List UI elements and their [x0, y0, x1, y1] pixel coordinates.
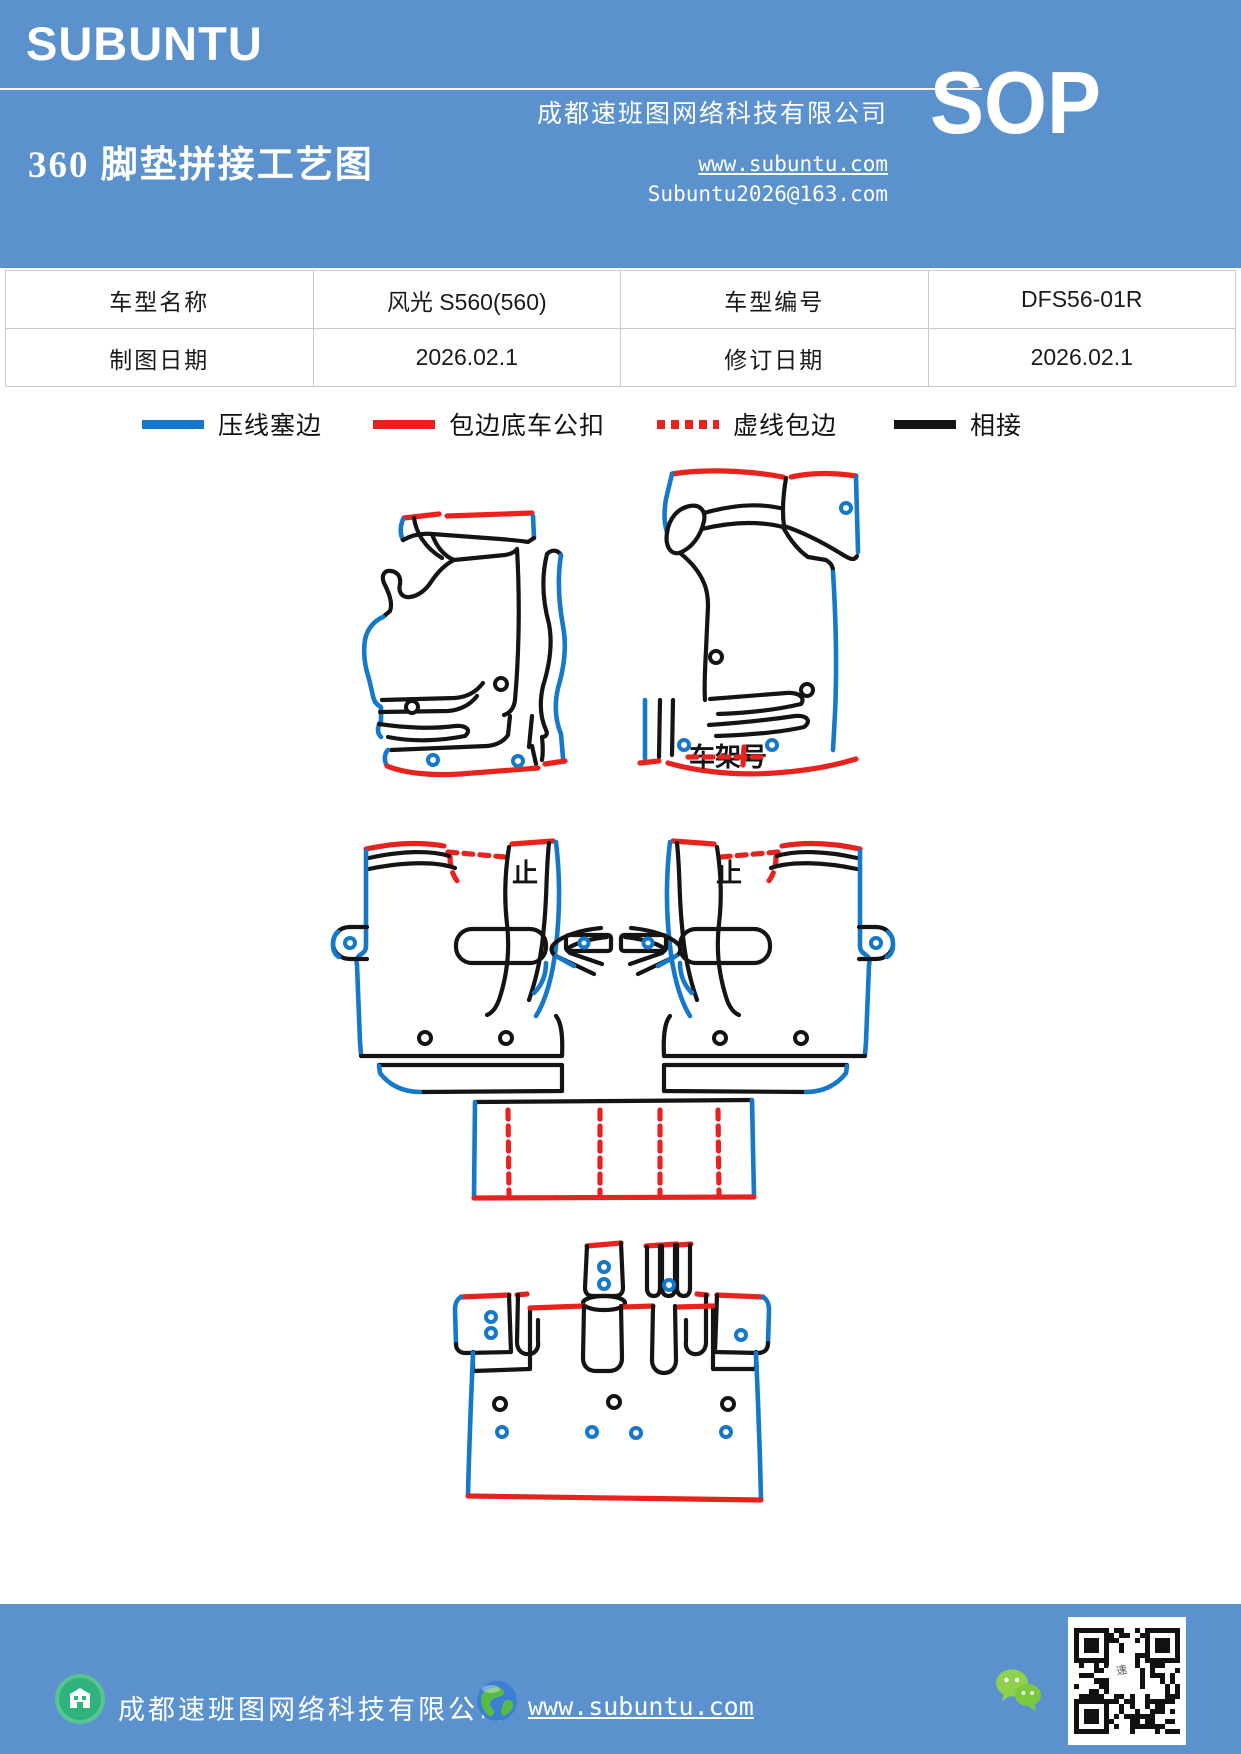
front-left-side-strip-drawing	[538, 548, 568, 767]
stop-label-left: 止	[512, 859, 538, 888]
model-name-value: 风光 S560(560)	[312, 270, 621, 329]
model-code-label: 车型编号	[620, 270, 929, 329]
qr-center-logo: 速	[1108, 1657, 1134, 1683]
email-address[interactable]: Subuntu2026@163.com	[647, 182, 888, 206]
model-code-value: DFS56-01R	[927, 270, 1236, 329]
black-line-swatch	[894, 419, 956, 429]
rear-right-mat-drawing	[664, 841, 893, 1092]
legend-item-dashed-edge: 虚线包边	[657, 406, 837, 442]
mat-pattern-diagram: 车架号 止 止	[0, 468, 1241, 1503]
header-contact-block: 成都速班图网络科技有限公司 www.subuntu.com Subuntu202…	[537, 94, 888, 206]
table-row: 制图日期 2026.02.1 修订日期 2026.02.1	[5, 328, 1236, 387]
revise-date-label: 修订日期	[620, 328, 929, 387]
page-header: SUBUNTU 360 脚垫拼接工艺图 成都速班图网络科技有限公司 www.su…	[0, 0, 1241, 268]
qr-code: 速	[1068, 1617, 1186, 1745]
header-divider	[0, 88, 982, 90]
legend-item-press-line: 压线塞边	[142, 406, 322, 442]
blue-line-swatch	[142, 419, 204, 429]
draw-date-value: 2026.02.1	[312, 328, 621, 387]
red-dashed-swatch	[657, 419, 719, 429]
building-icon	[55, 1674, 105, 1724]
globe-icon	[477, 1681, 517, 1721]
wechat-icon	[996, 1669, 1041, 1711]
stop-label-right: 止	[716, 859, 742, 888]
draw-date-label: 制图日期	[5, 328, 314, 387]
footer-website-link[interactable]: www.subuntu.com	[528, 1692, 754, 1721]
website-link[interactable]: www.subuntu.com	[698, 152, 888, 176]
front-right-mat-drawing: 车架号	[637, 468, 861, 777]
page-footer	[0, 1604, 1241, 1754]
front-left-mat-drawing	[361, 510, 541, 778]
red-line-swatch	[373, 419, 435, 429]
revise-date-value: 2026.02.1	[927, 328, 1236, 387]
company-name: 成都速班图网络科技有限公司	[536, 101, 888, 128]
heel-pad-drawing	[471, 1097, 757, 1201]
vehicle-info-table: 车型名称 风光 S560(560) 车型编号 DFS56-01R 制图日期 20…	[5, 270, 1236, 387]
legend-item-edge-buckle: 包边底车公扣	[373, 406, 605, 442]
line-legend: 压线塞边 包边底车公扣 虚线包边 相接	[0, 406, 1241, 442]
sop-label: SOP	[930, 53, 1101, 152]
legend-item-joint: 相接	[894, 406, 1022, 442]
buckle-arrow-left-drawing	[552, 928, 611, 974]
page-title: 360 脚垫拼接工艺图	[28, 145, 374, 186]
model-name-label: 车型名称	[5, 270, 314, 329]
brand-logo: SUBUNTU	[26, 17, 263, 70]
table-row: 车型名称 风光 S560(560) 车型编号 DFS56-01R	[5, 270, 1236, 329]
footer-company-name: 成都速班图网络科技有限公司	[118, 1695, 508, 1725]
rear-left-mat-drawing: 止	[333, 841, 562, 1092]
third-row-mat-drawing	[452, 1240, 772, 1503]
